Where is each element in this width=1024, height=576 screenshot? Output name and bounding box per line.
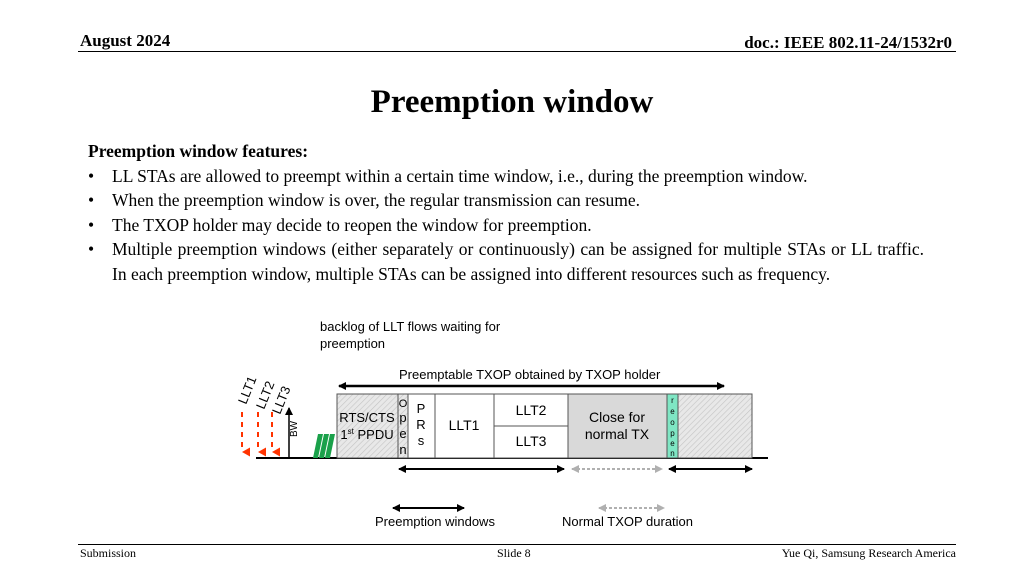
llt-label-2: LLT2 xyxy=(253,379,278,411)
llt2-box-label: LLT2 xyxy=(516,402,547,418)
footer-slide-number: Slide 8 xyxy=(497,546,531,560)
backlog-label-line1: backlog of LLT flows waiting for xyxy=(320,319,501,334)
close-normal-tx-box xyxy=(567,393,668,459)
feature-bullet-4: Multiple preemption windows (either sepa… xyxy=(88,237,924,286)
llt3-box xyxy=(493,425,569,459)
llt2-box xyxy=(493,393,569,427)
llt-label-1: LLT1 xyxy=(235,374,260,406)
backlog-hatch xyxy=(313,434,335,458)
feature-bullet-2: When the preemption window is over, the … xyxy=(88,188,924,213)
bw-label: BW xyxy=(289,420,300,437)
prs-letter-3: s xyxy=(418,433,425,448)
prs-box xyxy=(407,393,436,459)
open-letter-3: e xyxy=(399,426,406,441)
reopen-box xyxy=(666,393,679,459)
rts-cts-line1: RTS/CTS xyxy=(339,410,395,425)
close-line2: normal TX xyxy=(585,426,650,442)
legend-normal-label: Normal TXOP duration xyxy=(562,514,693,529)
close-line1: Close for xyxy=(589,409,645,425)
reopen-letter-6: n xyxy=(670,449,674,458)
slide-body: Preemption window features: LL STAs are … xyxy=(88,139,924,287)
feature-list: LL STAs are allowed to preempt within a … xyxy=(88,164,924,287)
trailing-txop-box xyxy=(677,393,753,459)
rts-cts-box xyxy=(336,393,399,459)
header-rule xyxy=(78,51,956,52)
backlog-label-line2: preemption xyxy=(320,336,385,351)
txop-label: Preemptable TXOP obtained by TXOP holder xyxy=(399,367,661,382)
llt3-box-label: LLT3 xyxy=(516,433,547,449)
footer-author: Yue Qi, Samsung Research America xyxy=(781,546,956,560)
footer-rule xyxy=(78,544,956,545)
footer-submission: Submission xyxy=(80,546,137,560)
llt1-box-label: LLT1 xyxy=(449,417,480,433)
reopen-letter-1: r xyxy=(671,396,674,405)
open-letter-2: p xyxy=(399,410,406,425)
rts-cts-line2: 1st PPDU xyxy=(340,427,393,442)
feature-bullet-1: LL STAs are allowed to preempt within a … xyxy=(88,164,924,189)
slide-title: Preemption window xyxy=(370,84,654,120)
header-date: August 2024 xyxy=(80,31,171,50)
prs-letter-1: P xyxy=(417,401,426,416)
open-letter-1: O xyxy=(399,398,408,410)
legend-preemption-label: Preemption windows xyxy=(375,514,495,529)
reopen-letter-2: e xyxy=(670,407,675,416)
reopen-letter-3: o xyxy=(670,418,675,427)
open-box xyxy=(397,393,409,459)
feature-bullet-3: The TXOP holder may decide to reopen the… xyxy=(88,213,924,238)
open-letter-4: n xyxy=(399,442,406,457)
llt1-box xyxy=(434,393,495,459)
reopen-letter-4: p xyxy=(670,429,675,438)
header-doc-id: doc.: IEEE 802.11-24/1532r0 xyxy=(744,33,952,52)
reopen-letter-5: e xyxy=(670,439,675,448)
features-heading: Preemption window features: xyxy=(88,141,309,161)
llt-label-3: LLT3 xyxy=(269,384,294,416)
prs-letter-2: R xyxy=(416,417,425,432)
